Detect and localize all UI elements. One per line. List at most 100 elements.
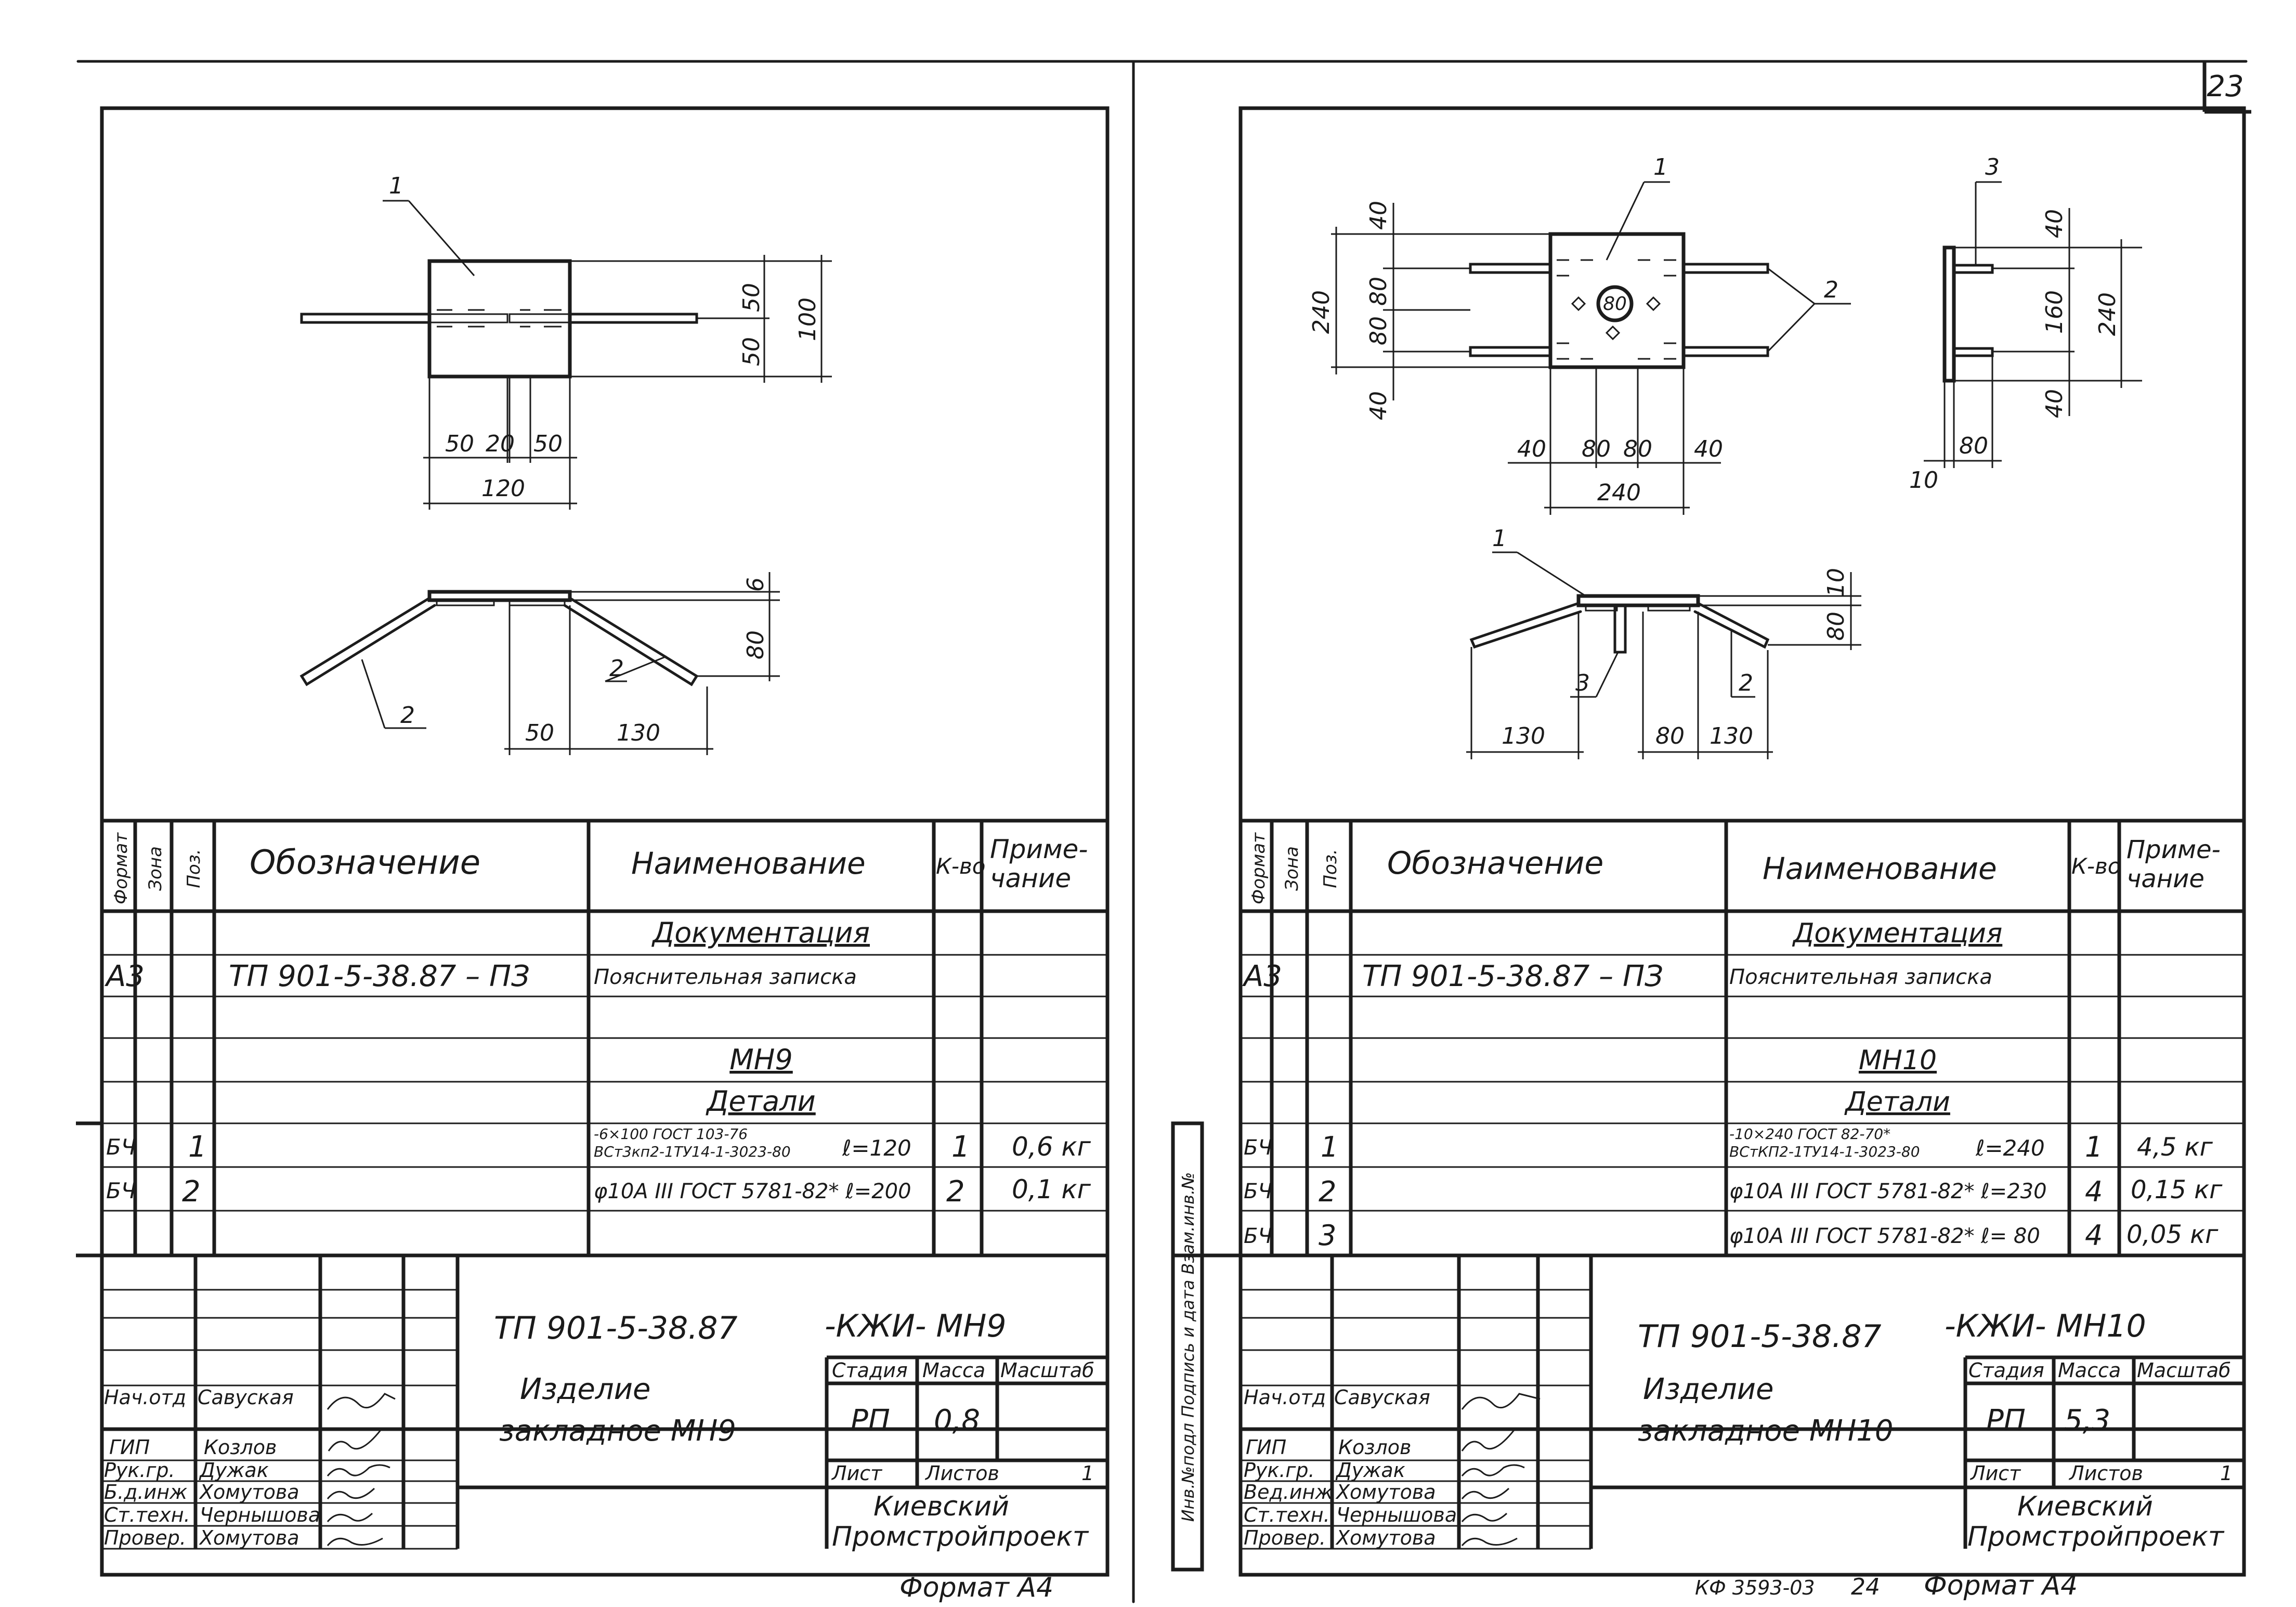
left-frame [100,106,1110,1577]
left-dim-w1: 50 [445,431,474,457]
right-plan-view: 80 1 2 [1308,154,1851,515]
left-org1: Киевский [873,1491,1009,1522]
right-title-doc: ТП 901-5-38.87 [1638,1318,1882,1355]
right-hdr-format: Формат [1248,832,1269,904]
right-staff-name-2: Дужак [1335,1459,1405,1482]
right-row4-name: Детали [1844,1086,1950,1118]
left-dim-w2: 20 [486,431,515,457]
right-row6-note: 0,15 кг [2131,1175,2223,1204]
right-row6-qty: 4 [2085,1175,2103,1208]
right-sheet: Инв.№подл Подпись и дата Взам.инв.№ 80 [1171,106,2246,1601]
right-section-view: 1 3 2 10 80 130 80 130 [1466,525,1861,759]
right-stage-label: Стадия [1968,1359,2044,1382]
left-row5-name-a: -6×100 ГОСТ 103-76 [594,1125,748,1143]
right-org1: Киевский [2017,1491,2153,1522]
right-format-a4: Формат А4 [1924,1570,2078,1601]
right-callout-1b: 1 [1492,525,1507,552]
right-callout-2a: 2 [1824,277,1838,303]
left-dim-h2: 50 [738,337,765,366]
right-sheets-label: Листов [2068,1462,2143,1485]
right-hdr-name: Наименование [1763,851,1997,886]
left-callout-2b: 2 [609,655,624,682]
right-side-view: 3 40 160 240 40 10 80 [1909,154,2142,494]
right-side-stamp: Инв.№подл Подпись и дата Взам.инв.№ [1178,1172,1198,1522]
right-hdr-pos: Поз. [1320,849,1341,888]
right-dim-h40b: 40 [1694,436,1723,462]
left-sheets: 1 [1081,1462,1094,1485]
right-mass: 5,3 [2064,1404,2110,1437]
right-staff-role-2: Рук.гр. [1244,1459,1315,1482]
left-row3-name: МН9 [729,1043,793,1076]
right-hdr-note2: чание [2127,864,2204,893]
left-staff: Нач.отд Савуская ГИП Козлов Рук.гр. Дужа… [104,1386,320,1549]
right-side-10: 10 [1909,467,1938,494]
left-sec-dim-t: 6 [742,577,769,592]
left-sec-dim-h: 80 [742,630,769,659]
right-dim-v240: 240 [1308,290,1335,334]
left-org2: Промстройпроект [832,1521,1089,1552]
right-staff-role-1: ГИП [1246,1436,1286,1459]
left-hdr-designation: Обозначение [250,844,480,882]
left-dim-h: 100 [794,297,821,341]
left-signatures [327,1393,396,1546]
left-title-name1: Изделие [520,1372,650,1406]
right-row5-qty: 1 [2085,1131,2103,1163]
right-hdr-zone: Зона [1282,846,1302,891]
left-staff-role-1: ГИП [109,1436,150,1459]
left-title-name2: закладное МН9 [499,1414,736,1448]
right-spec-table: Формат Зона Поз. Обозначение Наименовани… [1173,819,2244,1258]
left-row6-pos: 2 [182,1175,201,1209]
right-sec-h: 80 [1823,612,1849,641]
left-dim-w: 120 [481,475,525,502]
left-row5-name-c: ℓ=120 [842,1135,911,1161]
left-staff-name-4: Чернышова [200,1504,320,1526]
left-callout-1: 1 [389,173,403,199]
right-row0-name: Документация [1792,918,2002,949]
right-side-80: 80 [1959,433,1988,459]
right-org2: Промстройпроект [1967,1521,2225,1552]
right-sec-t: 10 [1823,568,1849,597]
right-title-code: -КЖИ- МН10 [1945,1308,2146,1344]
left-sec-dim-w1: 50 [525,720,554,746]
right-dim-h40a: 40 [1517,436,1546,462]
left-row5-name-b: ВСт3кп2-1ТУ14-1-3023-80 [594,1143,791,1160]
right-row7-fmt: БЧ [1244,1224,1272,1248]
left-hdr-note1: Приме- [990,834,1088,864]
left-dim-w3: 50 [533,431,563,457]
right-plate [1548,232,1686,369]
left-staff-name-0: Савуская [198,1386,294,1409]
left-stage: РП [851,1404,890,1437]
left-row5-note: 0,6 кг [1012,1132,1091,1162]
left-row1-fmt: А3 [105,960,145,993]
left-staff-role-3: Б.д.инж [104,1481,187,1504]
right-row1-des: ТП 901-5-38.87 – ПЗ [1362,960,1663,993]
left-hdr-qty: К-во [936,853,985,879]
right-hdr-qty: К-во [2071,853,2121,879]
left-callout-2a: 2 [400,702,415,729]
right-row6-pos: 2 [1319,1175,1336,1208]
right-side-40a: 40 [2041,209,2068,238]
right-dim-v80b: 80 [1365,316,1392,345]
left-staff-name-2: Дужак [199,1459,269,1482]
left-staff-role-5: Провер. [104,1526,186,1549]
left-row4-name: Детали [706,1085,816,1118]
right-row3-name: МН10 [1859,1045,1937,1076]
right-row7-qty: 4 [2085,1219,2103,1252]
right-row5-name-a: -10×240 ГОСТ 82-70* [1729,1125,1890,1143]
left-staff-name-3: Хомутова [199,1481,299,1504]
left-staff-role-2: Рук.гр. [104,1459,175,1482]
left-hdr-note2: чание [990,863,1071,893]
right-staff-role-0: Нач.отд [1244,1386,1326,1409]
left-spec-table: Формат Зона Поз. Обозначение Наименовани… [76,819,1107,1258]
left-row6-note: 0,1 кг [1012,1174,1091,1204]
left-row5-qty: 1 [951,1130,970,1164]
left-staff-name-5: Хомутова [199,1526,299,1549]
right-frame [1238,106,2246,1577]
right-row7-name: φ10А III ГОСТ 5781-82* ℓ= 80 [1729,1224,2040,1248]
right-row5-name-b: ВСтКП2-1ТУ14-1-3023-80 [1729,1143,1920,1160]
right-row5-note: 4,5 кг [2137,1133,2213,1162]
left-hdr-zone: Зона [145,846,166,891]
right-staff-role-3: Вед.инж [1244,1481,1333,1504]
right-hdr-note1: Приме- [2127,835,2221,864]
